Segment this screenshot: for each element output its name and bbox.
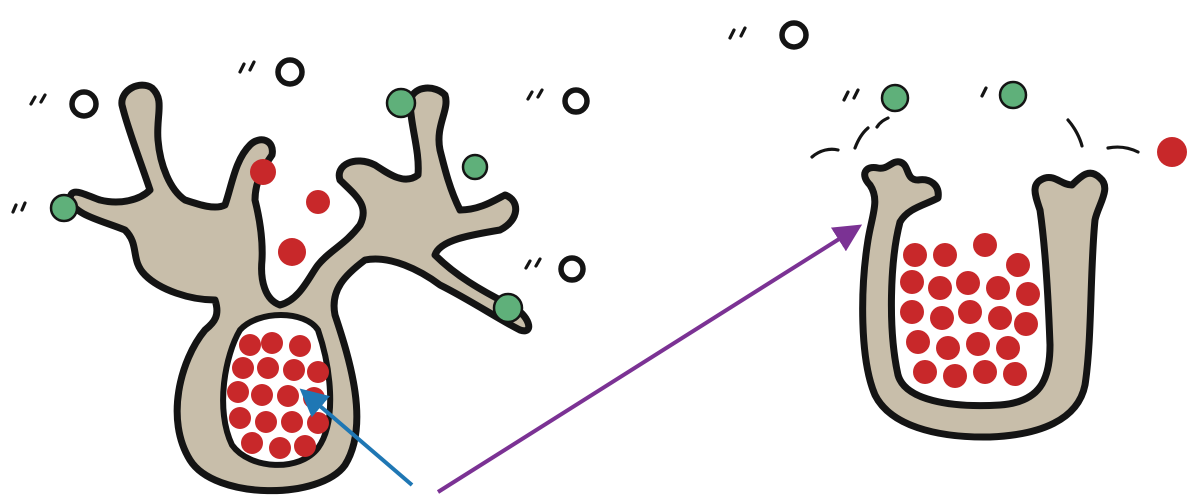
- granule: [251, 384, 273, 406]
- right-cup-cell: [863, 162, 1105, 437]
- granule: [283, 359, 305, 381]
- right-cell-body: [863, 162, 1105, 437]
- motion-mark: [1068, 120, 1082, 146]
- granule: [936, 336, 960, 360]
- bound-ligand: [463, 155, 487, 179]
- free-ligand: [782, 23, 806, 47]
- granule: [973, 360, 997, 384]
- purple-arrow: [438, 229, 855, 492]
- granule: [307, 361, 329, 383]
- granule: [261, 332, 283, 354]
- granule: [900, 300, 924, 324]
- motion-mark: [982, 88, 986, 96]
- motion-mark: [526, 259, 540, 268]
- motion-mark: [730, 28, 745, 38]
- bound-ligand: [494, 294, 522, 322]
- bound-ligand: [387, 89, 415, 117]
- motion-mark: [877, 118, 888, 127]
- granule: [269, 437, 291, 459]
- motion-mark: [31, 95, 45, 104]
- granule: [928, 276, 952, 300]
- motion-mark: [855, 128, 868, 148]
- granule: [933, 243, 957, 267]
- free-ligand: [72, 92, 96, 116]
- bound-ligand: [1000, 82, 1026, 108]
- granule: [1016, 282, 1040, 306]
- granule: [229, 407, 251, 429]
- granule: [281, 411, 303, 433]
- granule: [966, 332, 990, 356]
- granule: [906, 330, 930, 354]
- motion-mark: [240, 62, 254, 72]
- granule: [255, 411, 277, 433]
- free-ligand: [561, 258, 583, 280]
- bound-ligand: [51, 195, 77, 221]
- granule: [306, 190, 330, 214]
- granule: [307, 412, 329, 434]
- bound-ligand: [882, 85, 908, 111]
- granule: [1003, 362, 1027, 386]
- granule: [277, 385, 299, 407]
- granule: [930, 306, 954, 330]
- granule: [958, 300, 982, 324]
- granule: [996, 336, 1020, 360]
- granule: [943, 364, 967, 388]
- granule: [986, 276, 1010, 300]
- granule: [227, 381, 249, 403]
- granule: [239, 334, 261, 356]
- granule: [903, 243, 927, 267]
- granule: [900, 270, 924, 294]
- granule: [241, 432, 263, 454]
- granule: [1006, 253, 1030, 277]
- motion-mark: [844, 90, 858, 100]
- free-ligand: [278, 60, 302, 84]
- granule: [232, 357, 254, 379]
- motion-mark: [528, 90, 542, 99]
- granule: [257, 357, 279, 379]
- free-ligand: [565, 90, 587, 112]
- right-ligands: [730, 23, 1138, 157]
- motion-mark: [1108, 147, 1138, 152]
- motion-mark: [13, 203, 25, 212]
- granule: [988, 306, 1012, 330]
- granule: [973, 233, 997, 257]
- granule: [1014, 312, 1038, 336]
- granule: [1157, 137, 1187, 167]
- granule: [294, 435, 316, 457]
- motion-mark: [812, 149, 838, 157]
- granule: [278, 238, 306, 266]
- granule: [956, 271, 980, 295]
- granule: [289, 335, 311, 357]
- left-free-ligands: [31, 60, 587, 280]
- granule: [250, 159, 276, 185]
- granule: [913, 360, 937, 384]
